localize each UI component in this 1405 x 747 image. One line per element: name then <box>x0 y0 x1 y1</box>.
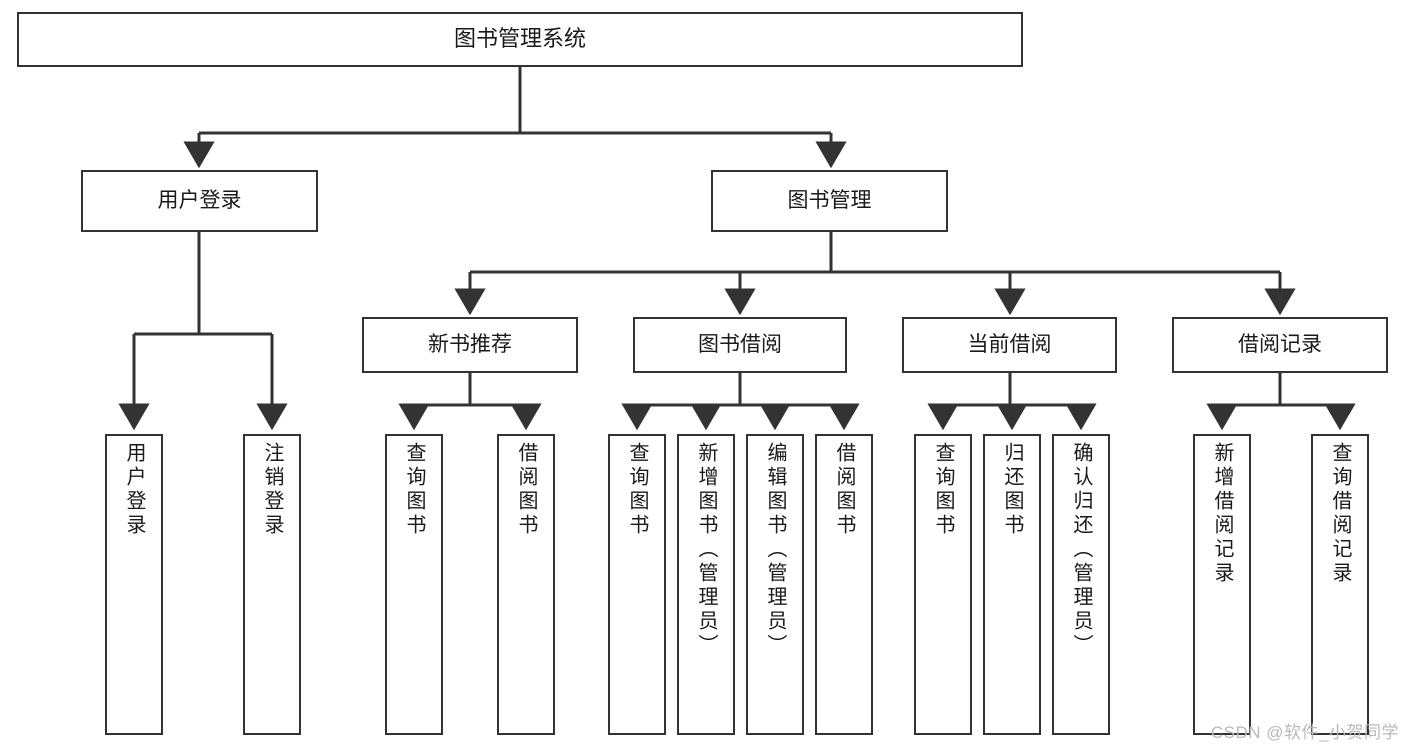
node-label: 借阅记录 <box>1238 333 1322 357</box>
node-label: 查询图书 <box>932 442 954 538</box>
leaf-current-borrow-query[interactable]: 查询图书 <box>914 434 972 735</box>
node-label: 图书管理系统 <box>453 26 586 52</box>
node-root-library-system[interactable]: 图书管理系统 <box>17 12 1023 67</box>
node-label: 用户登录 <box>157 189 242 213</box>
node-label: 当前借阅 <box>967 333 1052 357</box>
node-label: 新增借阅记录 <box>1211 442 1233 586</box>
node-label: 图书管理 <box>787 189 872 213</box>
node-label: 图书借阅 <box>698 333 782 357</box>
node-current-borrow[interactable]: 当前借阅 <box>902 317 1117 373</box>
leaf-borrow-record-query[interactable]: 查询借阅记录 <box>1311 434 1369 735</box>
node-label: 查询图书 <box>403 442 425 538</box>
node-label: 用户登录 <box>123 442 145 538</box>
node-label: 编辑图书（管理员） <box>764 442 786 658</box>
node-book-management[interactable]: 图书管理 <box>711 170 948 232</box>
node-user-login[interactable]: 用户登录 <box>81 170 318 232</box>
leaf-book-borrow-query[interactable]: 查询图书 <box>608 434 666 735</box>
node-new-book-recommend[interactable]: 新书推荐 <box>362 317 578 373</box>
node-label: 借阅图书 <box>515 442 537 538</box>
node-label: 借阅图书 <box>833 442 855 538</box>
node-label: 归还图书 <box>1001 442 1023 538</box>
leaf-book-borrow-borrow[interactable]: 借阅图书 <box>815 434 873 735</box>
node-label: 确认归还（管理员） <box>1070 442 1092 658</box>
leaf-new-book-borrow[interactable]: 借阅图书 <box>497 434 555 735</box>
leaf-book-borrow-add[interactable]: 新增图书（管理员） <box>677 434 735 735</box>
csdn-watermark: CSDN @软件_小贺同学 <box>1210 723 1399 742</box>
node-label: 查询图书 <box>626 442 648 538</box>
node-label: 查询借阅记录 <box>1329 442 1351 586</box>
node-label: 新增图书（管理员） <box>695 442 717 658</box>
leaf-new-book-query[interactable]: 查询图书 <box>385 434 443 735</box>
node-label: 新书推荐 <box>428 333 512 357</box>
node-label: 注销登录 <box>261 442 283 538</box>
leaf-user-login-logout[interactable]: 注销登录 <box>243 434 301 735</box>
leaf-current-borrow-confirm-return[interactable]: 确认归还（管理员） <box>1052 434 1110 735</box>
node-book-borrow[interactable]: 图书借阅 <box>633 317 847 373</box>
leaf-borrow-record-add[interactable]: 新增借阅记录 <box>1193 434 1251 735</box>
leaf-book-borrow-edit[interactable]: 编辑图书（管理员） <box>746 434 804 735</box>
leaf-current-borrow-return[interactable]: 归还图书 <box>983 434 1041 735</box>
node-borrow-record[interactable]: 借阅记录 <box>1172 317 1388 373</box>
leaf-user-login-login[interactable]: 用户登录 <box>105 434 163 735</box>
